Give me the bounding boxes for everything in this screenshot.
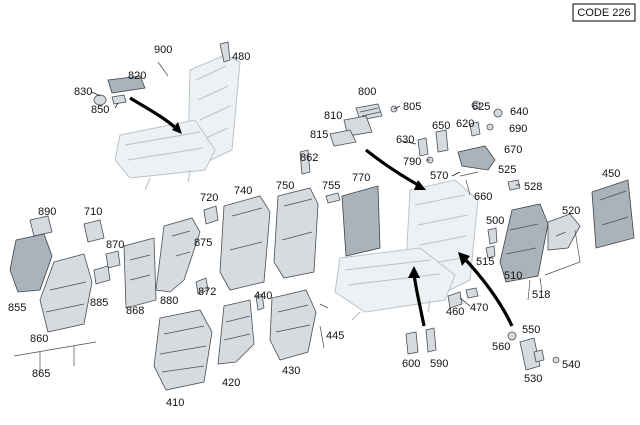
label-470: 470 xyxy=(470,302,488,314)
part-860-group xyxy=(9,215,209,372)
label-820: 820 xyxy=(128,70,146,82)
part-620-group xyxy=(417,100,521,196)
label-630: 630 xyxy=(396,134,414,146)
label-560: 560 xyxy=(492,341,510,353)
label-410: 410 xyxy=(166,397,184,409)
label-570: 570 xyxy=(430,170,448,182)
label-885: 885 xyxy=(90,297,108,309)
code-label: CODE 226 xyxy=(577,7,630,19)
part-410-cushion xyxy=(153,289,329,391)
label-430: 430 xyxy=(282,365,300,377)
part-510-group xyxy=(485,203,581,301)
label-528: 528 xyxy=(524,181,542,193)
label-450: 450 xyxy=(602,168,620,180)
label-620: 620 xyxy=(456,118,474,130)
label-550: 550 xyxy=(522,324,540,336)
label-720: 720 xyxy=(200,192,218,204)
label-500: 500 xyxy=(486,215,504,227)
code-badge: CODE 226 xyxy=(572,3,636,22)
label-790: 790 xyxy=(403,156,421,168)
label-770: 770 xyxy=(352,172,370,184)
seat-frame-center-ghost xyxy=(334,179,479,321)
label-750: 750 xyxy=(276,180,294,192)
label-740: 740 xyxy=(234,185,252,197)
label-862: 862 xyxy=(300,152,318,164)
label-510: 510 xyxy=(504,270,522,282)
label-670: 670 xyxy=(504,144,522,156)
label-805: 805 xyxy=(403,101,421,113)
label-525: 525 xyxy=(498,164,516,176)
label-660: 660 xyxy=(474,191,492,203)
label-755: 755 xyxy=(322,180,340,192)
part-450-panel xyxy=(591,179,635,249)
label-710: 710 xyxy=(84,206,102,218)
label-830: 830 xyxy=(74,86,92,98)
label-810: 810 xyxy=(324,110,342,122)
label-690: 690 xyxy=(509,123,527,135)
label-890: 890 xyxy=(38,206,56,218)
label-880: 880 xyxy=(160,295,178,307)
label-420: 420 xyxy=(222,377,240,389)
label-518: 518 xyxy=(532,289,550,301)
label-865: 865 xyxy=(32,368,50,380)
label-530: 530 xyxy=(524,373,542,385)
label-872: 872 xyxy=(198,286,216,298)
label-460: 460 xyxy=(446,306,464,318)
label-860: 860 xyxy=(30,333,48,345)
assembly-arrows xyxy=(129,96,514,327)
label-855: 855 xyxy=(8,302,26,314)
part-740-backrest xyxy=(203,149,381,291)
label-868: 868 xyxy=(126,305,144,317)
label-445: 445 xyxy=(326,330,344,342)
label-875: 875 xyxy=(194,237,212,249)
part-460-group xyxy=(405,287,560,371)
label-600: 600 xyxy=(402,358,420,370)
label-590: 590 xyxy=(430,358,448,370)
seat-frame-upper-ghost xyxy=(114,54,241,191)
label-625: 625 xyxy=(472,101,490,113)
label-520: 520 xyxy=(562,205,580,217)
leader-lines xyxy=(91,91,520,307)
label-650: 650 xyxy=(432,120,450,132)
label-800: 800 xyxy=(358,86,376,98)
label-440: 440 xyxy=(254,290,272,302)
part-labels: 900 480 820 830 850 800 805 810 815 625 … xyxy=(8,44,620,409)
label-900: 900 xyxy=(154,44,172,56)
label-480: 480 xyxy=(232,51,250,63)
label-515: 515 xyxy=(476,256,494,268)
label-640: 640 xyxy=(510,106,528,118)
label-870: 870 xyxy=(106,239,124,251)
part-900-group xyxy=(93,41,231,106)
label-540: 540 xyxy=(562,359,580,371)
label-815: 815 xyxy=(310,129,328,141)
label-850: 850 xyxy=(91,104,109,116)
